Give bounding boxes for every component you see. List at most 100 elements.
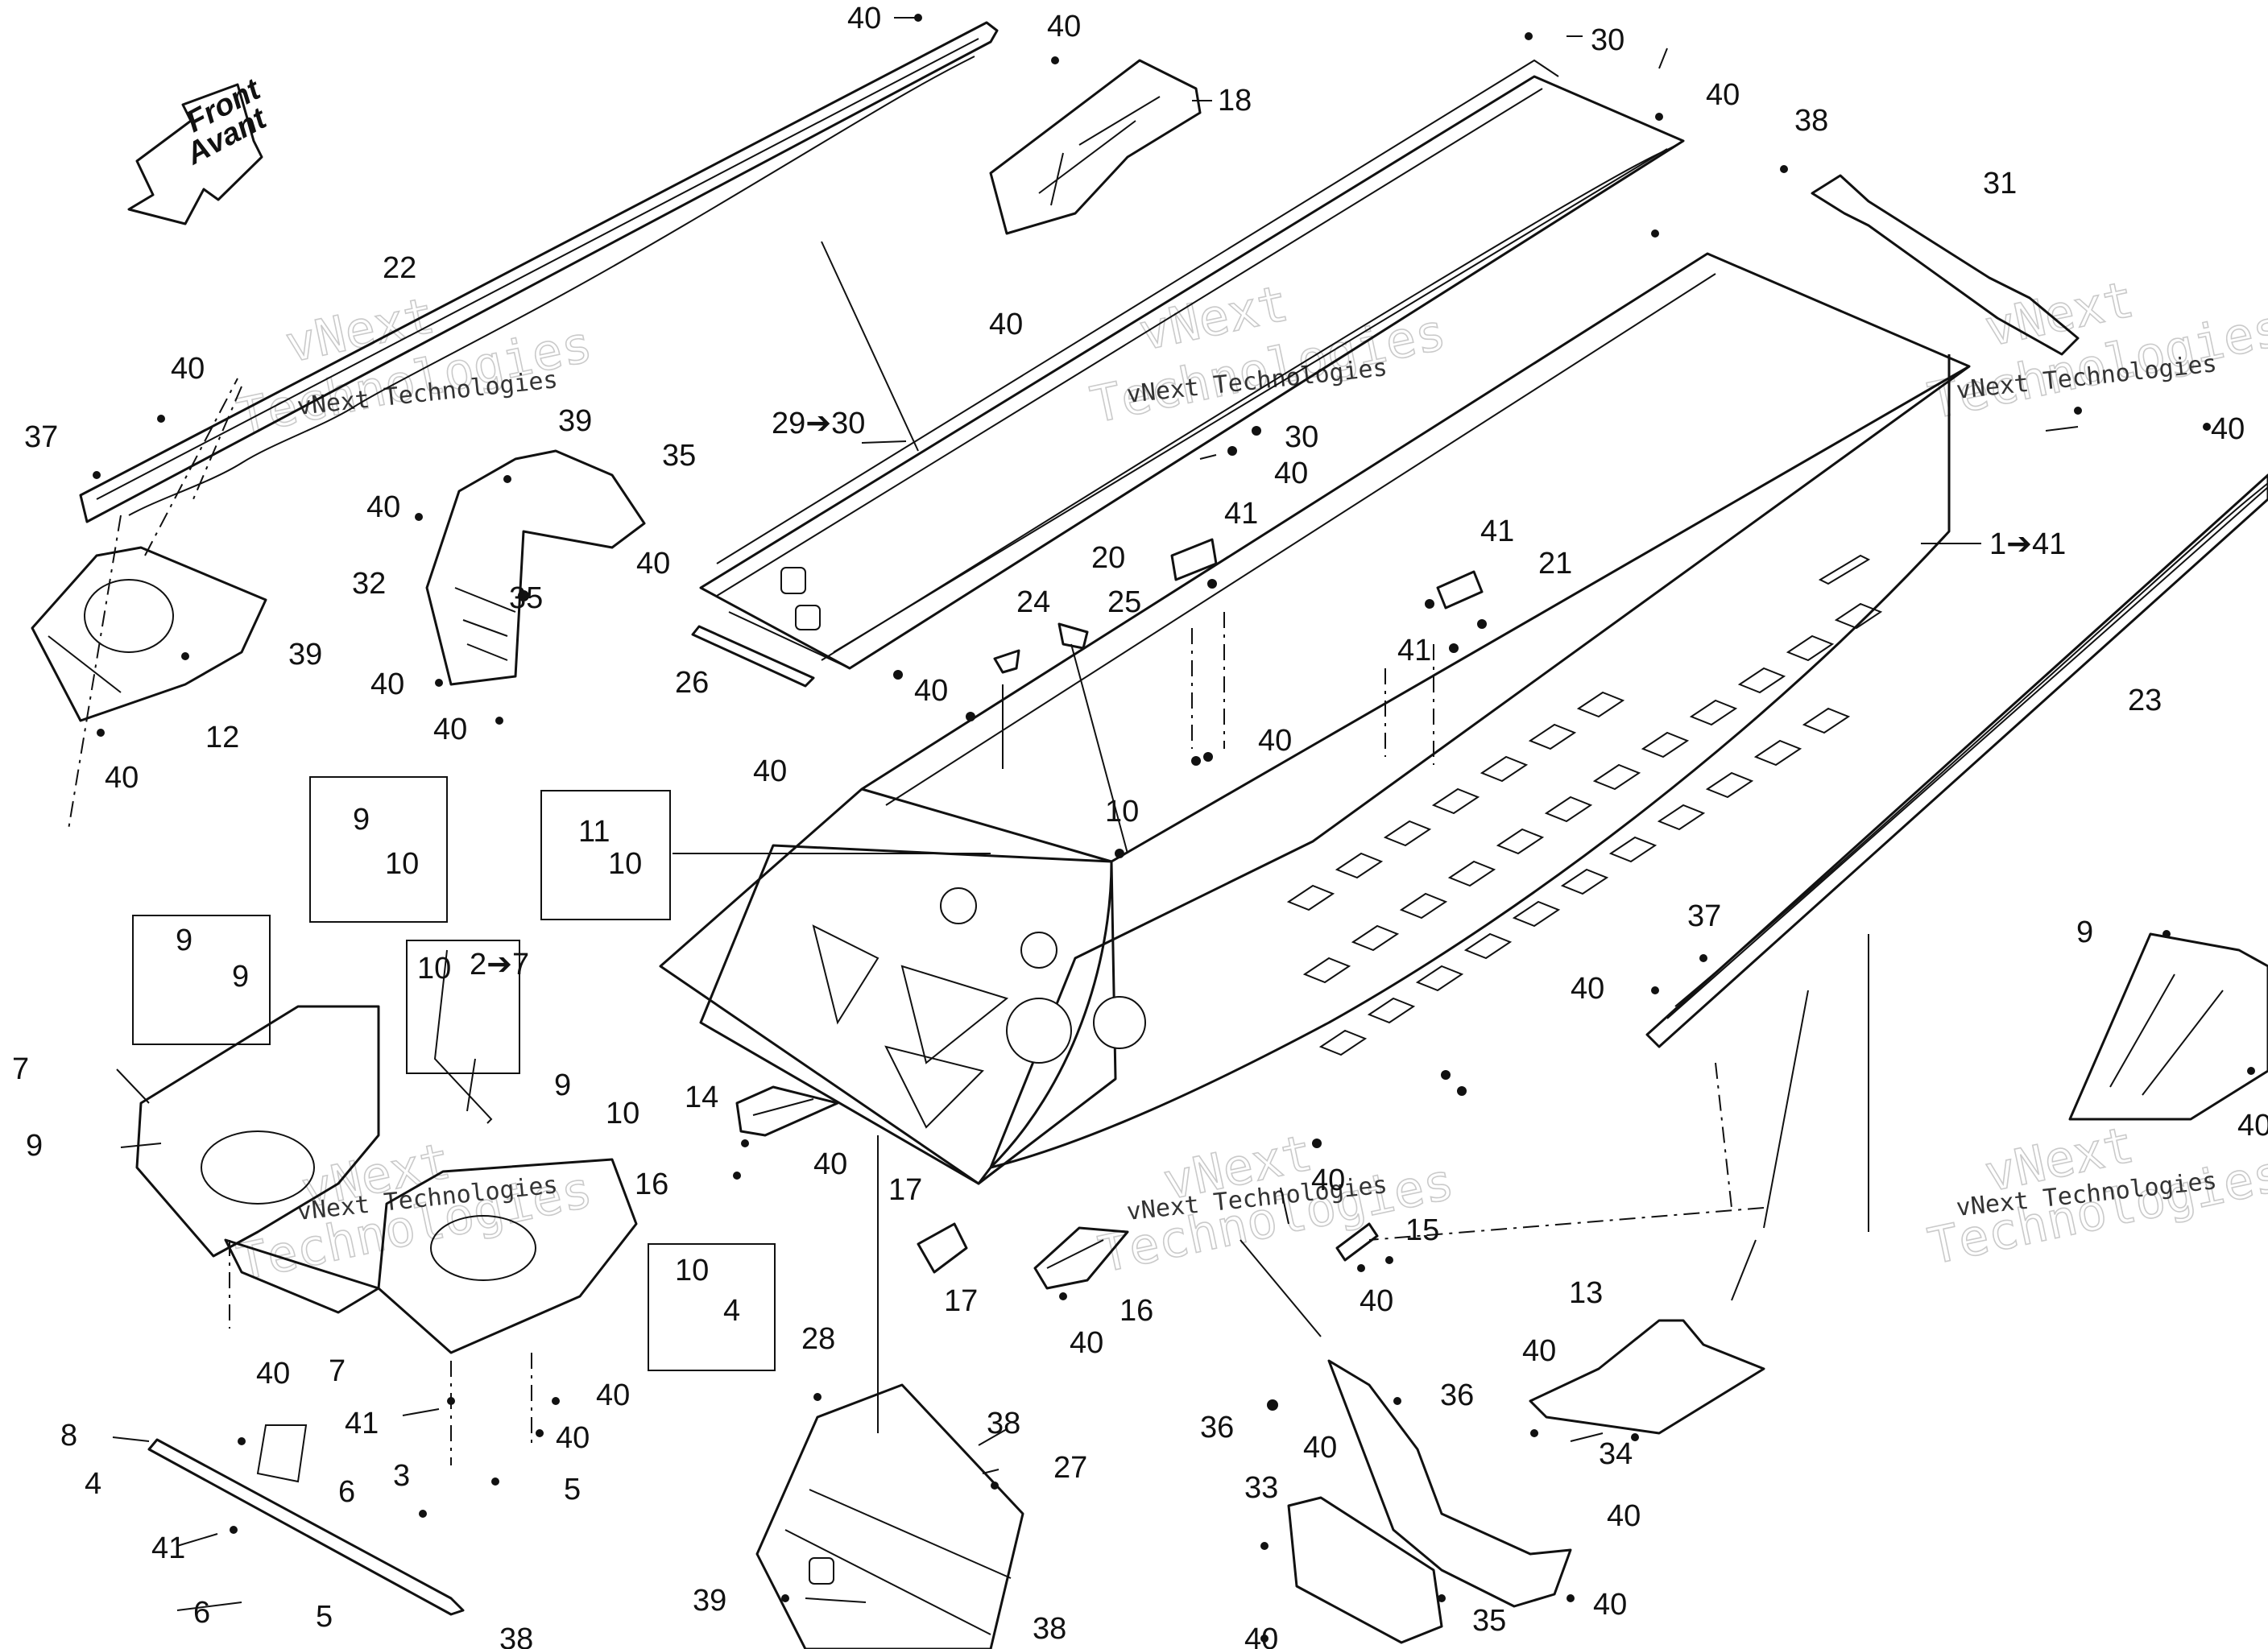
callout-label: 40: [370, 667, 404, 701]
callout-label: 31: [1983, 167, 2017, 200]
callout-label: 10: [608, 847, 642, 881]
callout-label: 40: [1571, 972, 1604, 1006]
callout-label: 35: [509, 581, 543, 615]
callout-label: 40: [366, 490, 400, 524]
callout-label: 13: [1569, 1276, 1603, 1310]
callout-label: 34: [1599, 1437, 1633, 1471]
callout-label: 40: [1244, 1622, 1278, 1649]
callout-label: 9: [353, 803, 370, 837]
part-12-front-plate: [31, 546, 267, 722]
callout-label: 38: [987, 1407, 1020, 1440]
callout-label: 17: [888, 1173, 922, 1207]
callout-label: 40: [556, 1421, 590, 1455]
part-26-strip: [691, 625, 815, 688]
callout-label: 35: [662, 439, 696, 473]
part-13-bracket: [1529, 1319, 1765, 1435]
part-right-footrest: [2068, 932, 2268, 1121]
part-22-rail: [79, 21, 999, 523]
callout-label: 4: [723, 1294, 740, 1328]
callout-label: 41: [1480, 515, 1514, 548]
callout-label: 9: [554, 1068, 571, 1102]
callout-label: 16: [635, 1168, 668, 1201]
front-direction-arrow: Front Avant: [127, 72, 273, 225]
part-3-lower-rail: [147, 1424, 465, 1616]
part-23-rail: [1645, 473, 2268, 1048]
callout-label: 40: [596, 1378, 630, 1412]
callout-label: 10: [417, 952, 451, 986]
callout-label: 5: [316, 1600, 333, 1634]
callout-label: 10: [385, 847, 419, 881]
part-32-bracket: [425, 449, 646, 686]
callout-label: 6: [338, 1475, 355, 1509]
callout-label: 40: [105, 761, 139, 795]
callout-label: 9: [232, 960, 249, 994]
fastener-dots: [93, 14, 2255, 1643]
callout-label: 21: [1538, 547, 1572, 581]
callout-label: 40: [1706, 78, 1740, 112]
callout-label: 10: [675, 1254, 709, 1287]
part-21-hinge: [1436, 570, 1484, 610]
callout-label: 11: [578, 815, 610, 849]
callout-label: 25: [1107, 585, 1141, 619]
callout-label: 37: [1687, 899, 1721, 933]
fastener-box-11-10: [540, 790, 671, 920]
callout-label: 41: [1224, 497, 1258, 531]
callout-label: 20: [1091, 541, 1125, 575]
callout-label: 28: [801, 1322, 835, 1356]
callout-label: 23: [2128, 684, 2162, 717]
callout-label: 41: [345, 1407, 379, 1440]
callout-label: 9: [2076, 915, 2093, 949]
callout-label: 17: [944, 1284, 978, 1318]
callout-label: 40: [1047, 10, 1081, 43]
callout-label: 40: [636, 547, 670, 581]
callout-label: 8: [60, 1419, 77, 1453]
callout-label: 30: [1591, 23, 1624, 57]
part-17-plate-right: [1335, 1222, 1379, 1262]
part-31-rear-bracket: [1811, 174, 2080, 356]
callout-label: 16: [1120, 1294, 1153, 1328]
callout-label: 1➔41: [1989, 527, 2066, 561]
callout-labels: 40 18 40 30 40 38 31 22 40 37 40 39 35 2…: [12, 2, 2268, 1649]
callout-label: 40: [847, 2, 881, 35]
callout-label: 6: [193, 1596, 210, 1630]
callout-label: 37: [24, 420, 58, 454]
callout-label: 40: [1303, 1431, 1337, 1465]
callout-label: 38: [1794, 104, 1828, 138]
callout-label: 40: [256, 1357, 290, 1391]
tunnel-side-holes: [1286, 554, 1883, 1056]
fastener-box-9-10-d: [648, 1243, 776, 1371]
callout-label: 9: [176, 924, 192, 957]
callout-label: 40: [1274, 457, 1308, 490]
callout-label: 40: [813, 1147, 847, 1181]
dashed-centerlines: [68, 378, 1765, 1465]
callout-label: 40: [1360, 1284, 1393, 1318]
part-27-heat-exchanger: [755, 1383, 1024, 1649]
callout-label: 15: [1405, 1213, 1439, 1247]
callout-label: 41: [1397, 634, 1431, 667]
callout-label: 41: [151, 1531, 185, 1565]
callout-label: 36: [1200, 1411, 1234, 1444]
part-14-bracket: [735, 1085, 839, 1137]
part-33-bracket: [1287, 1359, 1572, 1644]
callout-label: 40: [1522, 1334, 1556, 1368]
callout-label: 26: [675, 666, 709, 700]
callout-label: 40: [171, 352, 205, 386]
callout-label: 3: [393, 1459, 410, 1493]
callout-label: 39: [693, 1584, 726, 1618]
callout-label: 36: [1440, 1378, 1474, 1412]
callout-label: 35: [1472, 1604, 1506, 1638]
part-2-front-frame: [135, 1005, 638, 1354]
callout-label: 39: [288, 638, 322, 672]
callout-label: 40: [914, 674, 948, 708]
part-24-clip: [993, 649, 1020, 674]
callout-label: 40: [2237, 1109, 2268, 1143]
callout-label: 30: [1285, 420, 1318, 454]
callout-label: 40: [1258, 724, 1292, 758]
part-1-tunnel-chassis: [659, 252, 1971, 1185]
part-17-plate-left: [917, 1222, 968, 1274]
callout-label: 39: [558, 404, 592, 438]
callout-label: 40: [433, 713, 467, 746]
callout-label: 40: [753, 754, 787, 788]
callout-label: 40: [989, 308, 1023, 341]
callout-label: 40: [1070, 1326, 1103, 1360]
